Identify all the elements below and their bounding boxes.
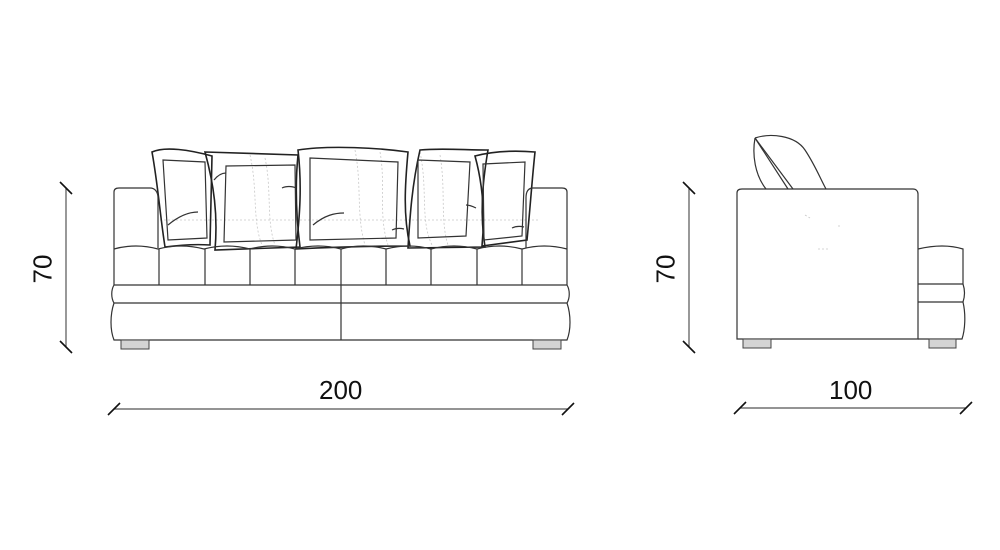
back-cushion-3 — [295, 146, 412, 250]
back-cushion-1 — [151, 148, 213, 248]
back-cushion-5 — [474, 150, 536, 247]
back-cushion-4 — [407, 148, 489, 249]
side-foot-back — [742, 338, 772, 349]
front-view — [110, 146, 571, 350]
right-arm — [525, 187, 568, 248]
side-depth-dimension — [733, 401, 973, 415]
side-view — [736, 135, 966, 349]
side-body — [736, 188, 919, 340]
front-width-label: 200 — [319, 375, 363, 405]
front-height-dimension — [59, 181, 73, 354]
side-height-label: 70 — [650, 254, 681, 284]
side-depth-label: 100 — [829, 375, 873, 405]
side-seat-top — [917, 245, 966, 340]
front-width-dimension — [107, 402, 575, 416]
seat-band-lower — [110, 302, 571, 341]
front-height-label: 70 — [27, 254, 58, 284]
frame-outline — [113, 192, 568, 285]
left-arm — [113, 187, 159, 248]
back-cushion-2 — [203, 151, 301, 251]
front-foot-right — [532, 339, 562, 350]
side-foot-front — [928, 338, 957, 349]
side-height-dimension — [682, 181, 696, 354]
side-body-construction — [804, 214, 842, 250]
side-back-cushion — [753, 135, 827, 190]
front-foot-left — [120, 339, 150, 350]
seat-tuft-dividers — [158, 249, 523, 340]
